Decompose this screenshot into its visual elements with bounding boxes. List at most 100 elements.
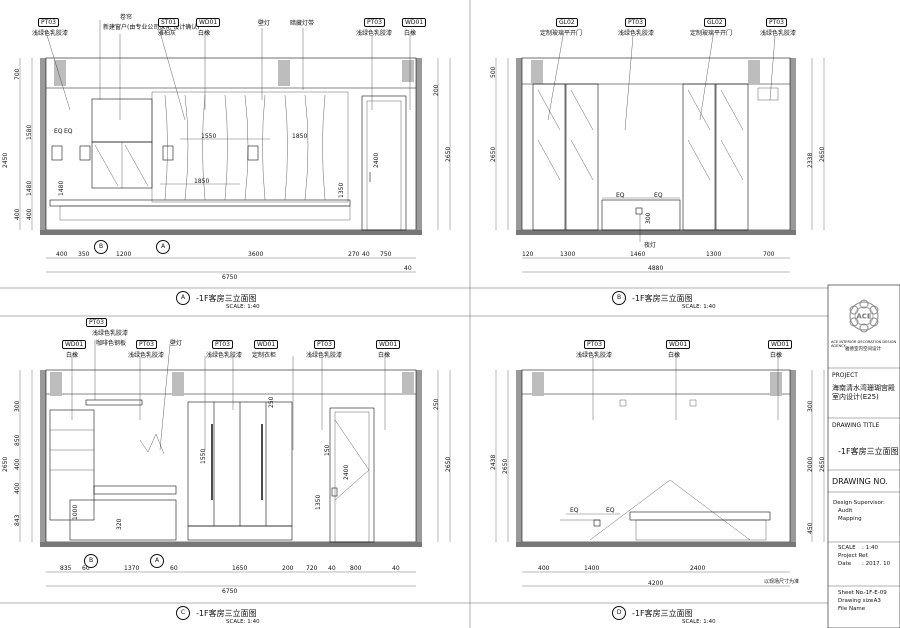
drawing-size-label: Drawing size [838, 598, 874, 604]
dim-value: 1850 [292, 133, 308, 140]
view-c-badge: C [176, 606, 190, 620]
material-note: 暗藏灯带 [290, 20, 315, 27]
dim-value: 1580 [26, 124, 33, 140]
material-note: 卷帘 [120, 14, 133, 21]
material-tag: WD01 [196, 18, 221, 27]
dim-value: 2650 [445, 456, 452, 472]
material-note: 新建窗户(由专业公司深化 设计确认) [103, 24, 200, 31]
section-marker: B [84, 554, 98, 568]
view-b-badge: B [612, 291, 626, 305]
dim-value: 450 [807, 522, 814, 534]
section-marker: A [156, 240, 170, 254]
view-a-badge: A [176, 291, 190, 305]
project-ref-label: Project Ref. [838, 553, 869, 559]
material-tag: PT03 [625, 18, 646, 27]
dim-value: 350 [78, 251, 90, 258]
material-note: 壁灯 [170, 340, 183, 347]
eq-mark: EQ [654, 192, 663, 199]
material-tag: ST01 [158, 18, 180, 27]
material-note: 咖啡色钢板 [96, 340, 127, 347]
dim-value: 1460 [630, 251, 646, 258]
dim-value: 2400 [690, 565, 706, 572]
eq-mark: EQ [606, 507, 615, 514]
material-note: 浅绿色乳胶漆 [128, 352, 165, 359]
dim-value: 1550 [200, 448, 207, 464]
material-tag: WD01 [376, 340, 401, 349]
dim-value: 1350 [315, 494, 322, 510]
material-note: 定制衣柜 [252, 352, 277, 359]
scale-label: SCALE [838, 545, 856, 551]
dim-value: 2438 [490, 454, 497, 470]
material-tag: PT03 [86, 318, 107, 327]
project-label: PROJECT [832, 372, 858, 379]
material-note: 浅绿色乳胶漆 [618, 30, 655, 37]
material-note: 浅绿色乳胶漆 [356, 30, 393, 37]
lamp-note: 夜灯 [644, 242, 657, 249]
dim-value: 40 [404, 265, 412, 272]
dim-value: 720 [306, 565, 318, 572]
material-tag: WD01 [254, 340, 279, 349]
dim-value: 400 [56, 251, 68, 258]
eq-mark: EQ [54, 128, 63, 135]
dim-value: 200 [433, 84, 440, 96]
material-tag: PT03 [38, 18, 59, 27]
material-note: 定制玻璃平开门 [540, 30, 583, 37]
material-note: 浅绿色乳胶漆 [206, 352, 243, 359]
dim-total: 2650 [2, 456, 9, 472]
dim-value: 300 [807, 400, 814, 412]
view-d-badge: D [612, 606, 626, 620]
date-label: Date [838, 561, 852, 567]
dim-value: 250 [433, 398, 440, 410]
material-note: 白橡 [66, 352, 79, 359]
dim-value: 1350 [338, 182, 345, 198]
dim-value: 60 [82, 565, 90, 572]
material-note: 雅柏灰 [158, 30, 177, 37]
material-note: 浅绿色乳胶漆 [32, 30, 69, 37]
sheet-no-value: : -1F-E-09 [860, 590, 887, 596]
dim-value: 300 [14, 400, 21, 412]
material-tag: WD01 [62, 340, 87, 349]
dim-value: 843 [14, 514, 21, 526]
dim-value: 1850 [194, 178, 210, 185]
scale-value: : 1:40 [862, 545, 878, 551]
view-b-scale: SCALE: 1:40 [682, 304, 716, 310]
drawing-size-value: : A3 [870, 598, 881, 604]
dim-value: 400 [14, 482, 21, 494]
dim-value: 1200 [116, 251, 132, 258]
dim-value: 3600 [248, 251, 264, 258]
material-tag: WD01 [402, 18, 427, 27]
material-note: 壁灯 [258, 20, 271, 27]
material-tag: PT03 [364, 18, 385, 27]
svg-text:ACE: ACE [856, 313, 872, 321]
dim-value: 2400 [373, 152, 380, 168]
mapping-label: Mapping [838, 516, 862, 522]
dim-value: 800 [350, 565, 362, 572]
material-note: 定制玻璃平开门 [690, 30, 733, 37]
logo-caption-cn: 雅德室内空间设计 [845, 347, 881, 352]
drawing-no-label: DRAWING NO. [832, 477, 888, 486]
dim-value: 2650 [819, 146, 826, 162]
dim-value: 1480 [26, 180, 33, 196]
design-supervisor: Design Supervisor: [833, 500, 885, 506]
dim-value: 2000 [807, 456, 814, 472]
dim-value: 150 [324, 444, 331, 456]
dim-value: 200 [282, 565, 294, 572]
dim-value: 320 [116, 518, 123, 530]
material-tag: PT03 [584, 340, 605, 349]
material-note: 白橡 [404, 30, 417, 37]
dim-value: 700 [14, 68, 21, 80]
material-tag: GL02 [704, 18, 726, 27]
audit-label: Audit [838, 508, 853, 514]
dim-value: 2338 [807, 152, 814, 168]
dim-value: 250 [268, 396, 275, 408]
material-note: 浅绿色乳胶漆 [760, 30, 797, 37]
dim-total: 2450 [2, 152, 9, 168]
site-note: 以现场尺寸为准 [764, 579, 800, 585]
dim-value: 1000 [72, 504, 79, 520]
drawing-title-label: DRAWING TITLE [832, 422, 880, 429]
dim-value: 270 [348, 251, 360, 258]
dim-value: 700 [763, 251, 775, 258]
dim-value: 300 [645, 212, 652, 224]
section-marker: B [94, 240, 108, 254]
